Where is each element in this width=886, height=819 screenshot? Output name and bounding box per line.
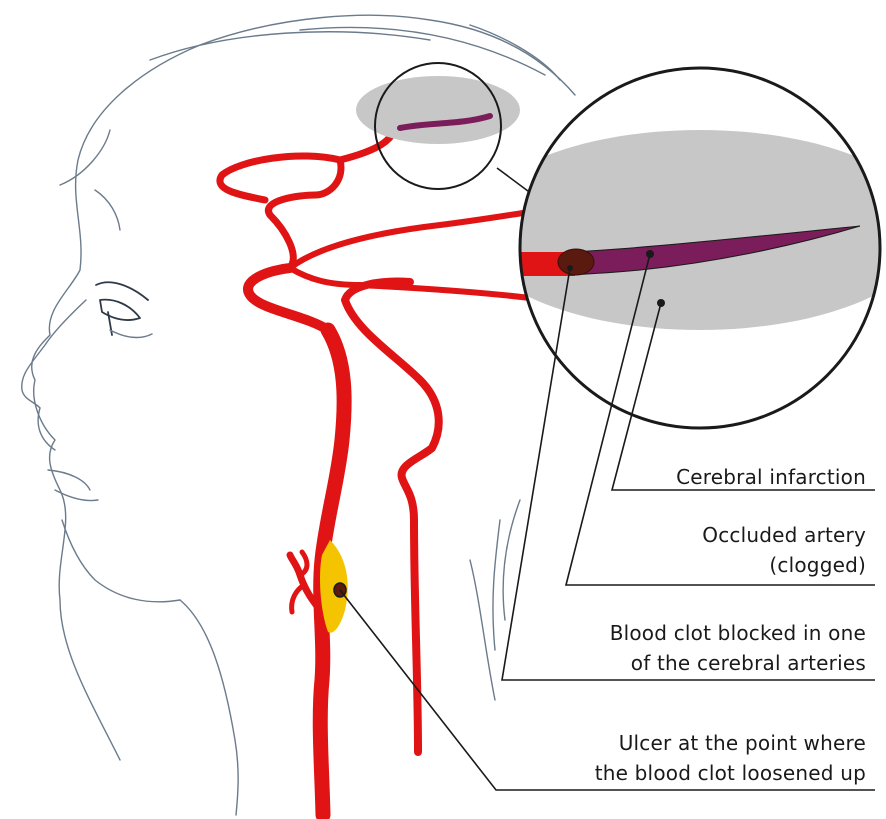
middle-cerebral-branch	[290, 212, 530, 268]
artery-network	[220, 130, 530, 815]
small-infarct-zone	[356, 76, 520, 144]
label-occluded-clogged: (clogged)	[769, 553, 866, 577]
small-magnifier	[356, 63, 540, 200]
large-magnifier	[470, 68, 886, 428]
vertebral-artery	[345, 282, 439, 752]
label-occluded-artery: Occluded artery	[702, 523, 866, 547]
label-blood-clot-line2: of the cerebral arteries	[631, 651, 866, 675]
label-blood-clot-line1: Blood clot blocked in one	[610, 621, 866, 645]
label-cerebral-infarction: Cerebral infarction	[676, 465, 866, 489]
label-ulcer-line2: the blood clot loosened up	[595, 761, 866, 785]
labels: Cerebral infarction Occluded artery (clo…	[595, 465, 866, 785]
label-ulcer-line1: Ulcer at the point where	[619, 731, 866, 755]
blood-clot	[558, 249, 594, 275]
